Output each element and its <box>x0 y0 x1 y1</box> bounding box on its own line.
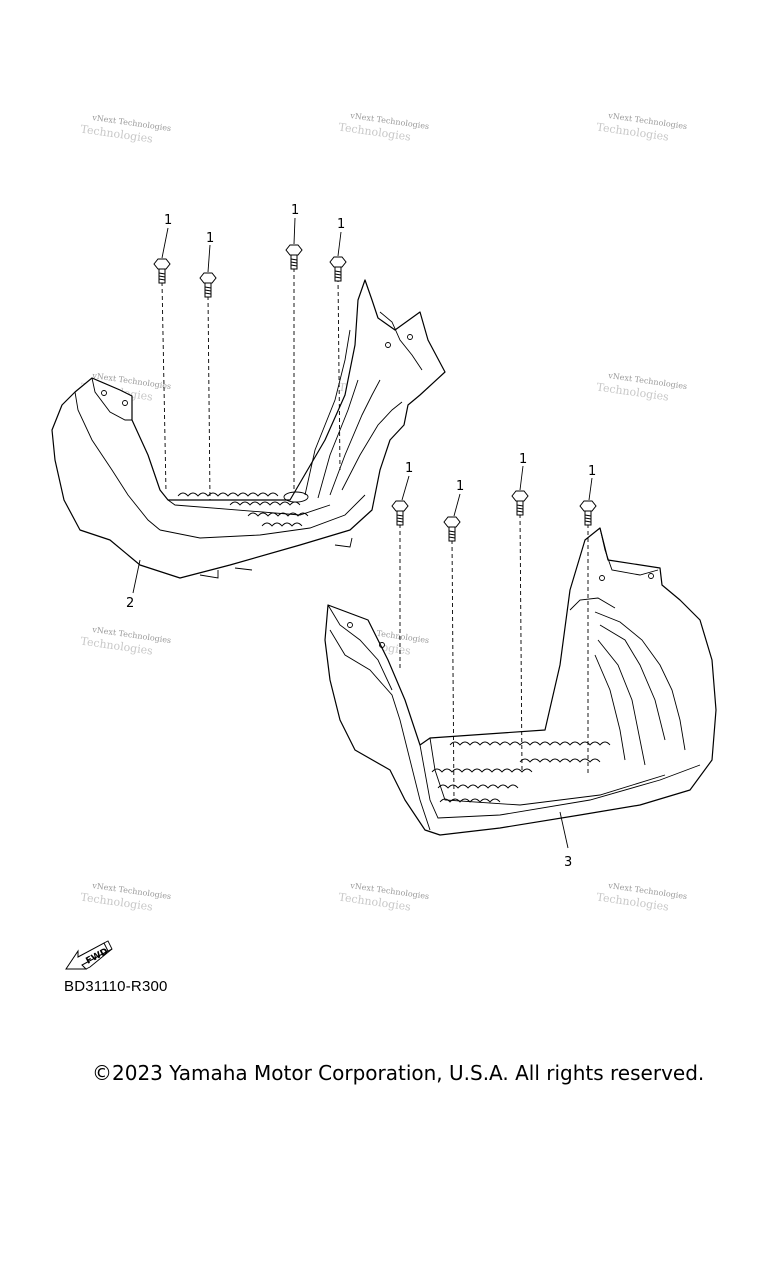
watermark: vNext Technologies Technologies <box>80 625 172 658</box>
bolt-icon <box>285 244 303 270</box>
copyright-notice: ©2023 Yamaha Motor Corporation, U.S.A. A… <box>92 1061 705 1085</box>
bolt-icon <box>511 490 529 516</box>
callout-bolt: 1 <box>405 461 413 476</box>
footrest-left-part-2 <box>51 279 446 579</box>
callout-bolt: 1 <box>588 464 596 479</box>
callout-bolt: 1 <box>519 452 527 467</box>
footrest-right-part-3 <box>324 527 717 836</box>
callout-bolt: 1 <box>206 231 214 246</box>
bolt-icon <box>329 256 347 282</box>
watermark: vNext Technologies Technologies <box>596 881 688 914</box>
callout-part-2: 2 <box>126 596 134 611</box>
bolt-icon <box>153 258 171 284</box>
bolt-set-lower: 1 1 1 1 <box>391 452 597 801</box>
watermark: vNext Technologies Technologies <box>80 881 172 914</box>
forward-arrow-icon: FWD <box>65 940 113 970</box>
diagram-reference-code: BD31110-R300 <box>64 978 168 995</box>
watermark: vNext Technologies Technologies <box>596 111 688 144</box>
callout-bolt: 1 <box>337 217 345 232</box>
watermark: vNext Technologies Technologies <box>338 111 430 144</box>
watermark: vNext Technologies Technologies <box>80 113 172 146</box>
watermark: vNext Technologies Technologies <box>596 371 688 404</box>
callout-bolt: 1 <box>456 479 464 494</box>
callout-part-3: 3 <box>564 855 572 870</box>
bolt-set-upper: 1 1 1 1 <box>153 203 347 501</box>
callout-bolt: 1 <box>164 213 172 228</box>
part-callouts: 2 3 <box>126 559 572 870</box>
bolt-icon <box>391 500 409 526</box>
bolt-icon <box>199 272 217 298</box>
bolt-icon <box>443 516 461 542</box>
watermark: vNext Technologies Technologies <box>338 881 430 914</box>
callout-bolt: 1 <box>291 203 299 218</box>
bolt-icon <box>579 500 597 526</box>
